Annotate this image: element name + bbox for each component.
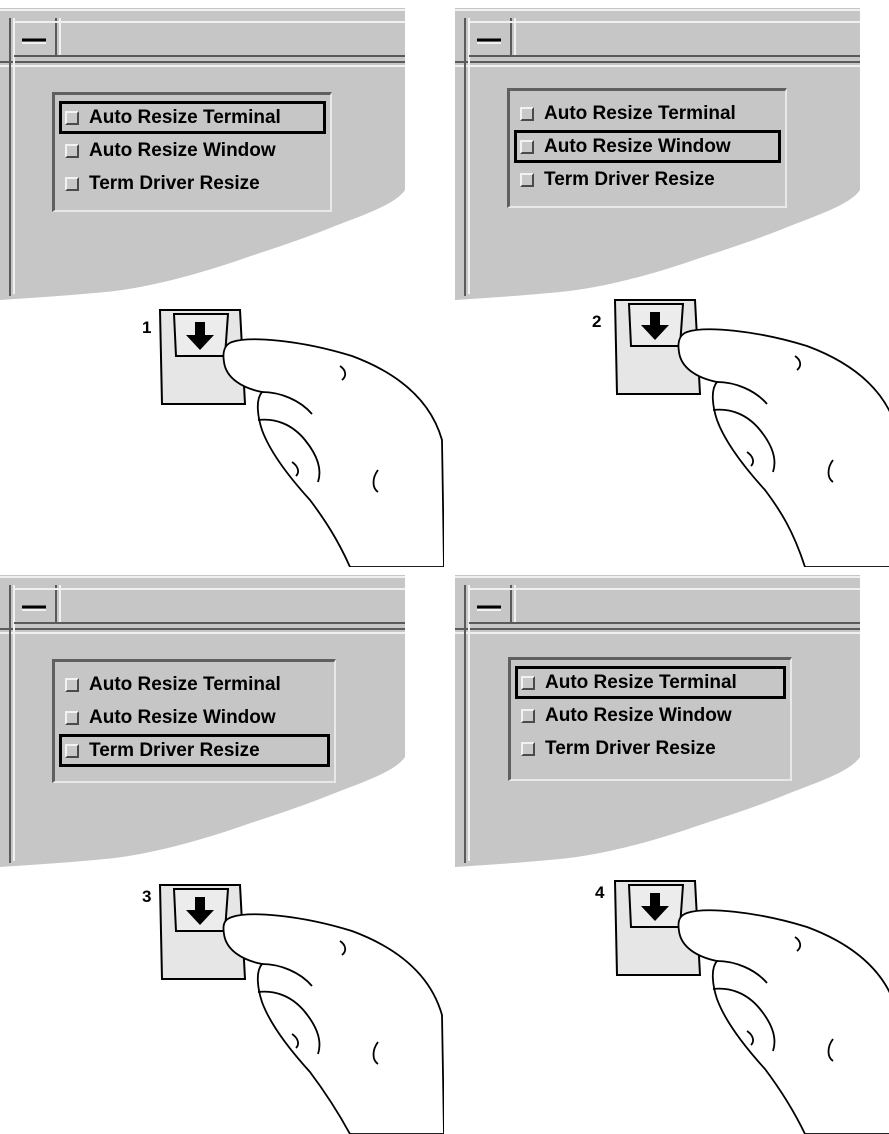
window-menu-icon[interactable]: [477, 607, 501, 610]
option-label: Term Driver Resize: [89, 173, 260, 195]
window-fragment: [455, 0, 889, 567]
option-auto-resize-window[interactable]: Auto Resize Window: [515, 699, 786, 732]
option-label: Auto Resize Window: [89, 140, 276, 162]
resize-options-group: Auto Resize Terminal Auto Resize Window …: [52, 92, 332, 212]
option-label: Auto Resize Window: [545, 705, 732, 727]
option-auto-resize-terminal[interactable]: Auto Resize Terminal: [59, 668, 330, 701]
window-fragment: [0, 0, 444, 567]
step-number: 1: [142, 318, 151, 338]
window-menu-icon[interactable]: [22, 40, 46, 43]
resize-options-group: Auto Resize Terminal Auto Resize Window …: [508, 657, 792, 781]
option-term-driver-resize[interactable]: Term Driver Resize: [514, 163, 781, 196]
checkbox[interactable]: [65, 711, 79, 725]
option-auto-resize-terminal[interactable]: Auto Resize Terminal: [59, 101, 326, 134]
checkbox[interactable]: [520, 173, 534, 187]
option-label: Auto Resize Terminal: [545, 672, 737, 694]
resize-options-group: Auto Resize Terminal Auto Resize Window …: [507, 88, 787, 208]
option-label: Auto Resize Terminal: [544, 103, 736, 125]
option-label: Auto Resize Terminal: [89, 107, 281, 129]
option-auto-resize-terminal[interactable]: Auto Resize Terminal: [515, 666, 786, 699]
pointing-hand-icon: [678, 329, 889, 567]
step-panel-4: Auto Resize Terminal Auto Resize Window …: [455, 567, 889, 1134]
checkbox[interactable]: [65, 678, 79, 692]
checkbox[interactable]: [521, 676, 535, 690]
checkbox[interactable]: [65, 144, 79, 158]
option-label: Auto Resize Window: [544, 136, 731, 158]
window-fragment: [455, 567, 889, 1134]
checkbox[interactable]: [65, 111, 79, 125]
step-number: 3: [142, 887, 151, 907]
option-auto-resize-window[interactable]: Auto Resize Window: [514, 130, 781, 163]
checkbox[interactable]: [521, 742, 535, 756]
pointing-hand-icon: [223, 914, 444, 1134]
checkbox[interactable]: [520, 140, 534, 154]
option-term-driver-resize[interactable]: Term Driver Resize: [515, 732, 786, 765]
step-panel-2: Auto Resize Terminal Auto Resize Window …: [455, 0, 889, 567]
option-label: Term Driver Resize: [544, 169, 715, 191]
checkbox[interactable]: [520, 107, 534, 121]
option-label: Auto Resize Terminal: [89, 674, 281, 696]
option-auto-resize-window[interactable]: Auto Resize Window: [59, 134, 326, 167]
option-term-driver-resize[interactable]: Term Driver Resize: [59, 734, 330, 767]
step-number: 2: [592, 312, 601, 332]
window-fragment: [0, 567, 444, 1134]
step-number: 4: [595, 883, 604, 903]
option-label: Term Driver Resize: [545, 738, 716, 760]
checkbox[interactable]: [521, 709, 535, 723]
option-term-driver-resize[interactable]: Term Driver Resize: [59, 167, 326, 200]
option-auto-resize-terminal[interactable]: Auto Resize Terminal: [514, 97, 781, 130]
window-menu-icon[interactable]: [477, 40, 501, 43]
checkbox[interactable]: [65, 744, 79, 758]
option-auto-resize-window[interactable]: Auto Resize Window: [59, 701, 330, 734]
step-panel-1: Auto Resize Terminal Auto Resize Window …: [0, 0, 444, 567]
step-panel-3: Auto Resize Terminal Auto Resize Window …: [0, 567, 444, 1134]
option-label: Auto Resize Window: [89, 707, 276, 729]
checkbox[interactable]: [65, 177, 79, 191]
resize-options-group: Auto Resize Terminal Auto Resize Window …: [52, 659, 336, 783]
window-menu-icon[interactable]: [22, 607, 46, 610]
pointing-hand-icon: [223, 339, 444, 567]
option-label: Term Driver Resize: [89, 740, 260, 762]
pointing-hand-icon: [678, 910, 889, 1134]
